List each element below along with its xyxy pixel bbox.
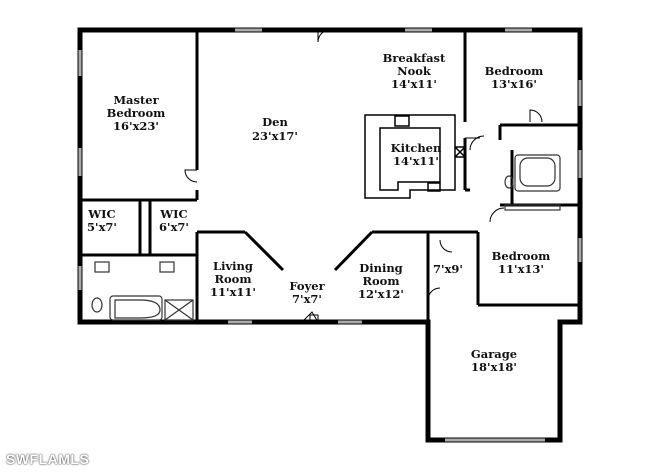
- breakfast-nook-size: 14'x11': [391, 77, 437, 91]
- foyer-label: Foyer: [289, 279, 325, 293]
- wic-2-size: 6'x7': [159, 220, 189, 234]
- wic-1-size: 5'x7': [87, 220, 117, 234]
- bedroom-1-size: 13'x16': [491, 77, 537, 91]
- wic-1-label: WIC: [87, 207, 115, 221]
- exterior-walls: [77, 27, 583, 443]
- living-room-label-2: Room: [214, 272, 251, 286]
- bedroom-1-label: Bedroom: [485, 64, 544, 78]
- den-size: 23'x17': [252, 129, 298, 143]
- wic-2-label: WIC: [159, 207, 187, 221]
- master-bedroom-label-1: Master: [113, 93, 159, 107]
- living-room-label-1: Living: [213, 259, 253, 273]
- master-bedroom-size: 16'x23': [113, 119, 159, 133]
- windows: [78, 28, 582, 442]
- den-label: Den: [262, 115, 288, 129]
- watermark: SWFLAMLS: [6, 451, 90, 467]
- bath-fixtures: [91, 154, 561, 321]
- breakfast-nook-label-2: Nook: [397, 64, 432, 78]
- bedroom-2-label: Bedroom: [492, 249, 551, 263]
- dining-room-label-2: Room: [362, 274, 399, 288]
- garage-label: Garage: [471, 347, 517, 361]
- bedroom-2-size: 11'x13': [498, 262, 544, 276]
- utility-size: 7'x9': [433, 262, 463, 276]
- dining-room-size: 12'x12': [358, 287, 404, 301]
- dining-room-label-1: Dining: [359, 261, 402, 275]
- garage-size: 18'x18': [471, 360, 517, 374]
- kitchen-label: Kitchen: [391, 141, 442, 155]
- kitchen-counters: [364, 114, 466, 199]
- doors: [184, 29, 543, 323]
- foyer-size: 7'x7': [292, 292, 322, 306]
- master-bedroom-label-2: Bedroom: [107, 106, 166, 120]
- room-labels: Master Bedroom 16'x23' Den 23'x17' Break…: [87, 51, 550, 374]
- living-room-size: 11'x11': [210, 285, 256, 299]
- breakfast-nook-label-1: Breakfast: [383, 51, 446, 65]
- kitchen-size: 14'x11': [393, 154, 439, 168]
